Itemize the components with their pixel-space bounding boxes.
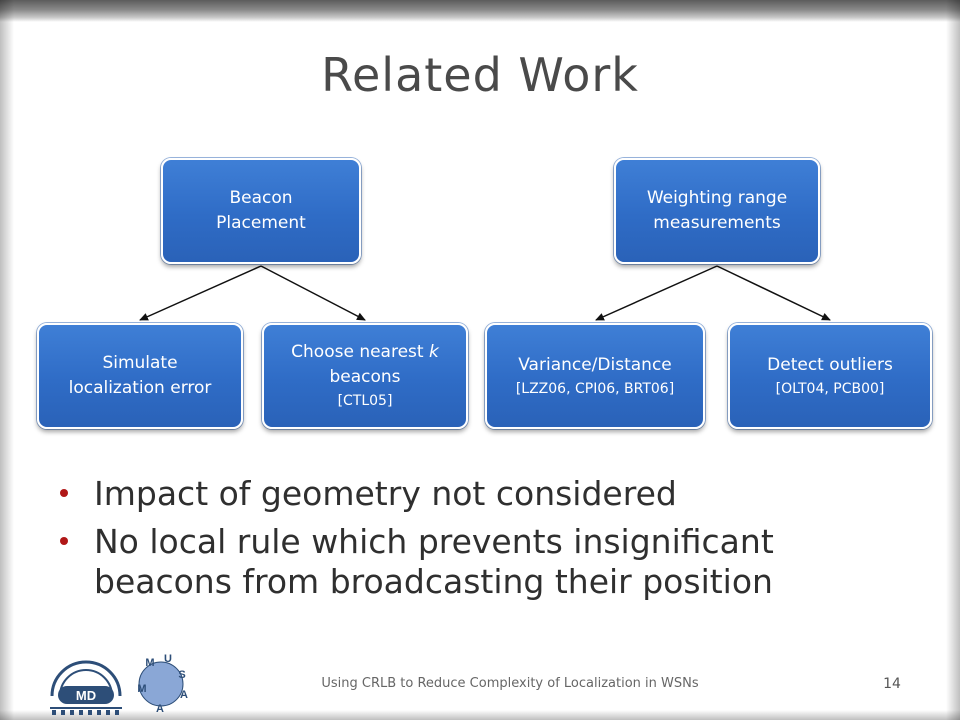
box-weighting-range: Weighting range measurements (614, 158, 820, 264)
musama-letter: A (156, 703, 164, 715)
box-simulate-error: Simulate localization error (37, 323, 243, 429)
md-logo-text: MD (76, 688, 96, 703)
musama-letter: S (178, 669, 185, 681)
box-choose-cite: [CTL05] (337, 393, 393, 409)
slide-title: Related Work (321, 48, 639, 102)
bullet-dot-icon (60, 537, 68, 545)
musama-letter: A (180, 689, 188, 701)
box-outl-cite: [OLT04, PCB00] (775, 380, 885, 397)
box-variance-distance: Variance/Distance [LZZ06, CPI06, BRT06] (485, 323, 705, 429)
bullet-item: Impact of geometry not considered (60, 474, 920, 514)
box-weight-line1: Weighting range (646, 188, 788, 208)
bottom-shadow (0, 710, 960, 720)
musama-letter: M (145, 657, 154, 669)
right-shadow (946, 0, 960, 720)
md-logo: MD (50, 660, 122, 715)
box-outl-line1: Detect outliers (767, 354, 893, 375)
left-shadow (0, 0, 14, 720)
musama-letter: U (164, 653, 172, 665)
box-weight-line2: measurements (653, 213, 781, 233)
bullet-item: No local rule which prevents insignifica… (60, 522, 920, 602)
box-beacon-line1: Beacon (229, 188, 293, 208)
box-choose-line1: Choose nearest k (291, 340, 439, 365)
box-choose-line1-text: Choose nearest (291, 342, 429, 362)
box-sim-line1: Simulate (102, 353, 178, 373)
top-frame-bar (0, 0, 960, 22)
musama-logo: M U S A M A (137, 653, 188, 715)
box-var-cite: [LZZ06, CPI06, BRT06] (515, 380, 675, 397)
musama-letter: M (137, 683, 146, 695)
connector-weight-to-outliers (716, 265, 831, 321)
connector-beacon-to-choose (260, 265, 366, 321)
bullet-list: Impact of geometry not considered No loc… (60, 474, 920, 610)
box-choose-k: k (428, 342, 439, 362)
bullet-dot-icon (60, 489, 68, 497)
page-number: 14 (883, 676, 901, 692)
slide-footer: Using CRLB to Reduce Complexity of Local… (321, 676, 699, 691)
connector-beacon-to-simulate (139, 265, 262, 321)
box-choose-nearest: Choose nearest k beacons [CTL05] (262, 323, 468, 429)
bullet-text: Impact of geometry not considered (94, 474, 677, 513)
box-var-line1: Variance/Distance (518, 354, 672, 375)
box-sim-line2: localization error (68, 378, 212, 398)
box-beacon-placement: Beacon Placement (161, 158, 361, 264)
bullet-text: No local rule which prevents insignifica… (94, 522, 774, 601)
connector-weight-to-variance (595, 265, 718, 321)
box-detect-outliers: Detect outliers [OLT04, PCB00] (728, 323, 932, 429)
box-beacon-line2: Placement (216, 213, 306, 233)
box-choose-line2: beacons (329, 367, 401, 387)
